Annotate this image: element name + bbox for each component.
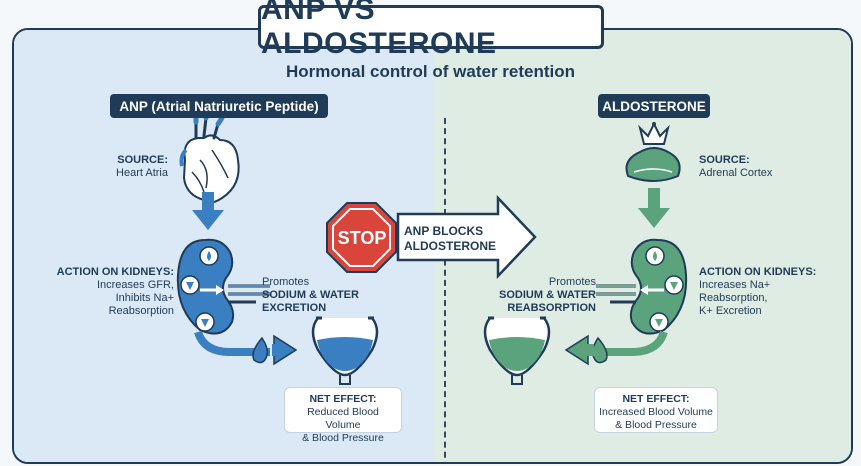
anp-action-line: Inhibits Na+ <box>115 292 174 304</box>
anp-outflow <box>194 330 298 366</box>
aldosterone-action-line: Reabsorption, <box>699 292 768 304</box>
aldosterone-promotes-line: REABSORPTION <box>507 302 596 314</box>
aldosterone-promotes: Promotes SODIUM & WATER REABSORPTION <box>482 276 596 315</box>
water-drop-icon <box>591 336 608 364</box>
anp-action: ACTION ON KIDNEYS: Increases GFR, Inhibi… <box>50 266 174 318</box>
anp-promotes: Promotes SODIUM & WATER EXCRETION <box>262 276 372 315</box>
aldosterone-net-effect-line: NET EFFECT: <box>622 393 690 405</box>
crown-icon <box>638 121 670 145</box>
anp-source: SOURCE: Heart Atria <box>88 154 168 180</box>
anp-source-label: SOURCE: <box>117 154 168 166</box>
anp-promotes-line: SODIUM & WATER <box>262 289 359 301</box>
blocks-arrow <box>396 194 537 280</box>
anp-net-effect-line: NET EFFECT: <box>309 393 377 405</box>
heart-icon <box>179 109 240 204</box>
anp-down-arrow <box>192 192 224 230</box>
blocks-line: ALDOSTERONE <box>404 239 497 253</box>
aldosterone-net-effect-line: & Blood Pressure <box>615 419 697 431</box>
aldosterone-net-effect: NET EFFECT: Increased Blood Volume & Blo… <box>594 387 718 433</box>
anp-action-line: ACTION ON KIDNEYS: <box>56 266 174 278</box>
aldosterone-action-line: ACTION ON KIDNEYS: <box>699 266 817 278</box>
kidney-icon-right <box>596 238 688 335</box>
anp-action-line: Reabsorption <box>108 305 174 317</box>
water-drop-icon <box>252 336 269 364</box>
aldosterone-source-label: SOURCE: <box>699 154 750 166</box>
bladder-icon-left <box>311 316 379 385</box>
aldosterone-promotes-line: SODIUM & WATER <box>499 289 596 301</box>
aldosterone-action: ACTION ON KIDNEYS: Increases Na+ Reabsor… <box>699 266 823 318</box>
kidney-icon-left <box>176 238 270 335</box>
page-title: ANP VS ALDOSTERONE <box>261 0 497 60</box>
blocks-label: ANP BLOCKS ALDOSTERONE <box>404 224 500 254</box>
blocks-line: ANP BLOCKS <box>404 224 484 238</box>
anp-net-effect: NET EFFECT: Reduced Blood Volume & Blood… <box>284 387 402 444</box>
aldosterone-source: SOURCE: Adrenal Cortex <box>699 154 789 180</box>
anp-promotes-line: EXCRETION <box>262 302 327 314</box>
anp-net-effect-line: Reduced Blood Volume <box>307 406 379 431</box>
aldosterone-source-value: Adrenal Cortex <box>699 167 773 179</box>
aldosterone-promotes-line: Promotes <box>548 276 596 288</box>
aldosterone-header: ALDOSTERONE <box>598 94 710 118</box>
bladder-icon-right <box>483 316 551 385</box>
anp-net-effect-line: & Blood Pressure <box>302 432 384 444</box>
aldosterone-down-arrow <box>638 188 670 228</box>
panel-divider <box>444 118 446 462</box>
aldosterone-action-line: K+ Excretion <box>699 305 762 317</box>
anp-action-line: Increases GFR, <box>96 279 174 291</box>
anp-source-value: Heart Atria <box>116 167 168 179</box>
anp-header: ANP (Atrial Natriuretic Peptide) <box>110 94 328 118</box>
aldosterone-net-effect-line: Increased Blood Volume <box>599 406 713 418</box>
subtitle: Hormonal control of water retention <box>285 62 576 81</box>
title-box: ANP VS ALDOSTERONE <box>258 0 604 60</box>
aldosterone-outflow <box>564 330 668 366</box>
stop-text: STOP <box>337 228 387 248</box>
anp-promotes-line: Promotes <box>262 276 310 288</box>
adrenal-gland-icon <box>625 147 681 182</box>
stop-sign-icon <box>326 202 397 273</box>
aldosterone-action-line: Increases Na+ <box>699 279 771 291</box>
